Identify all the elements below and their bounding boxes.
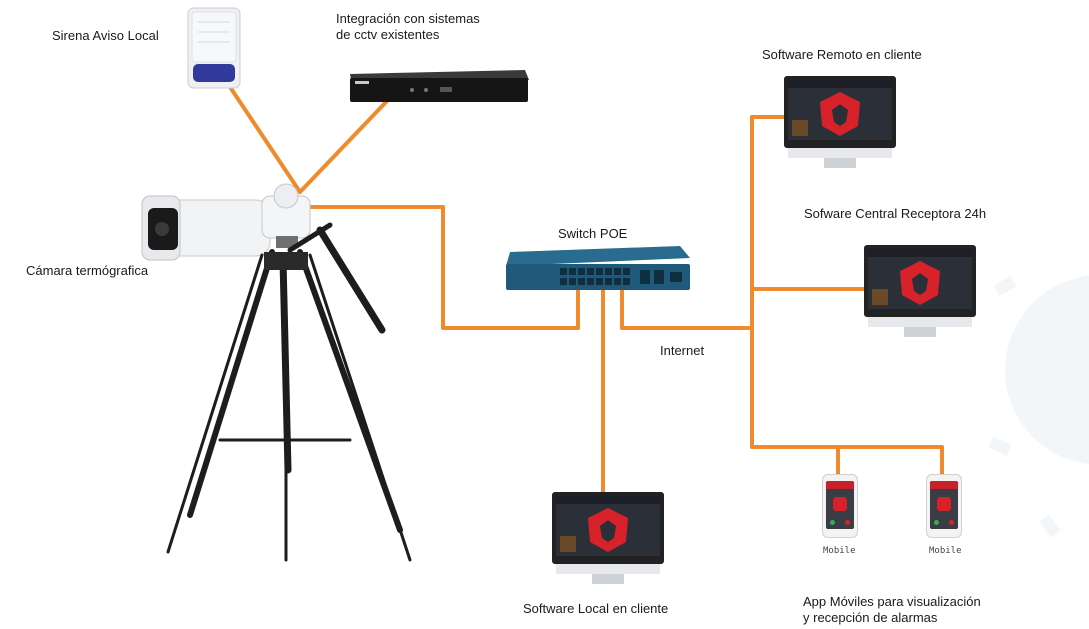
label-internet: Internet xyxy=(660,343,705,358)
label-local-software: Software Local en cliente xyxy=(523,601,669,616)
phone-screen xyxy=(826,481,854,529)
dvr-recorder-icon xyxy=(350,70,529,102)
label-camera: Cámara termógrafica xyxy=(26,263,149,278)
phone-screen xyxy=(930,481,958,529)
network-switch-icon xyxy=(506,246,690,290)
siren-icon xyxy=(187,7,241,89)
software-logo-icon xyxy=(868,249,972,305)
software-logo-icon xyxy=(556,496,660,552)
monitor-screen xyxy=(868,249,972,309)
mobile-phone-icon xyxy=(822,474,858,538)
monitor-base xyxy=(592,574,624,584)
link-switch-internet xyxy=(620,281,754,330)
tripod-icon xyxy=(166,222,412,562)
monitor-base xyxy=(904,327,936,337)
monitor-screen xyxy=(556,496,660,556)
monitor-stand xyxy=(556,564,660,574)
monitor-base xyxy=(824,158,856,168)
monitor-remote xyxy=(784,76,896,172)
connection-lines xyxy=(226,82,944,499)
monitor-stand xyxy=(868,317,972,327)
link-camera-switch xyxy=(308,205,580,330)
mobile-caption-1: Mobile xyxy=(823,546,856,556)
label-mobile-apps: App Móviles para visualización y recepci… xyxy=(803,594,981,625)
monitor-central xyxy=(864,245,976,341)
label-cctv: Integración con sistemas de cctv existen… xyxy=(336,11,480,42)
mobile-phone-icon xyxy=(926,474,962,538)
monitor-screen xyxy=(788,80,892,140)
label-siren: Sirena Aviso Local xyxy=(52,28,159,43)
software-logo-icon xyxy=(788,80,892,136)
mobile-caption-2: Mobile xyxy=(929,546,962,556)
monitor-stand xyxy=(788,148,892,158)
monitor-local xyxy=(552,492,664,588)
link-dvr-camera xyxy=(298,98,390,194)
label-central-software: Sofware Central Receptora 24h xyxy=(804,206,987,221)
thermal-camera-icon xyxy=(141,183,311,261)
label-switch: Switch POE xyxy=(558,226,628,241)
link-siren-camera xyxy=(226,82,302,194)
label-remote-software: Software Remoto en cliente xyxy=(762,47,922,62)
virus-watermark-icon xyxy=(988,275,1089,538)
link-mobiles xyxy=(750,445,944,478)
